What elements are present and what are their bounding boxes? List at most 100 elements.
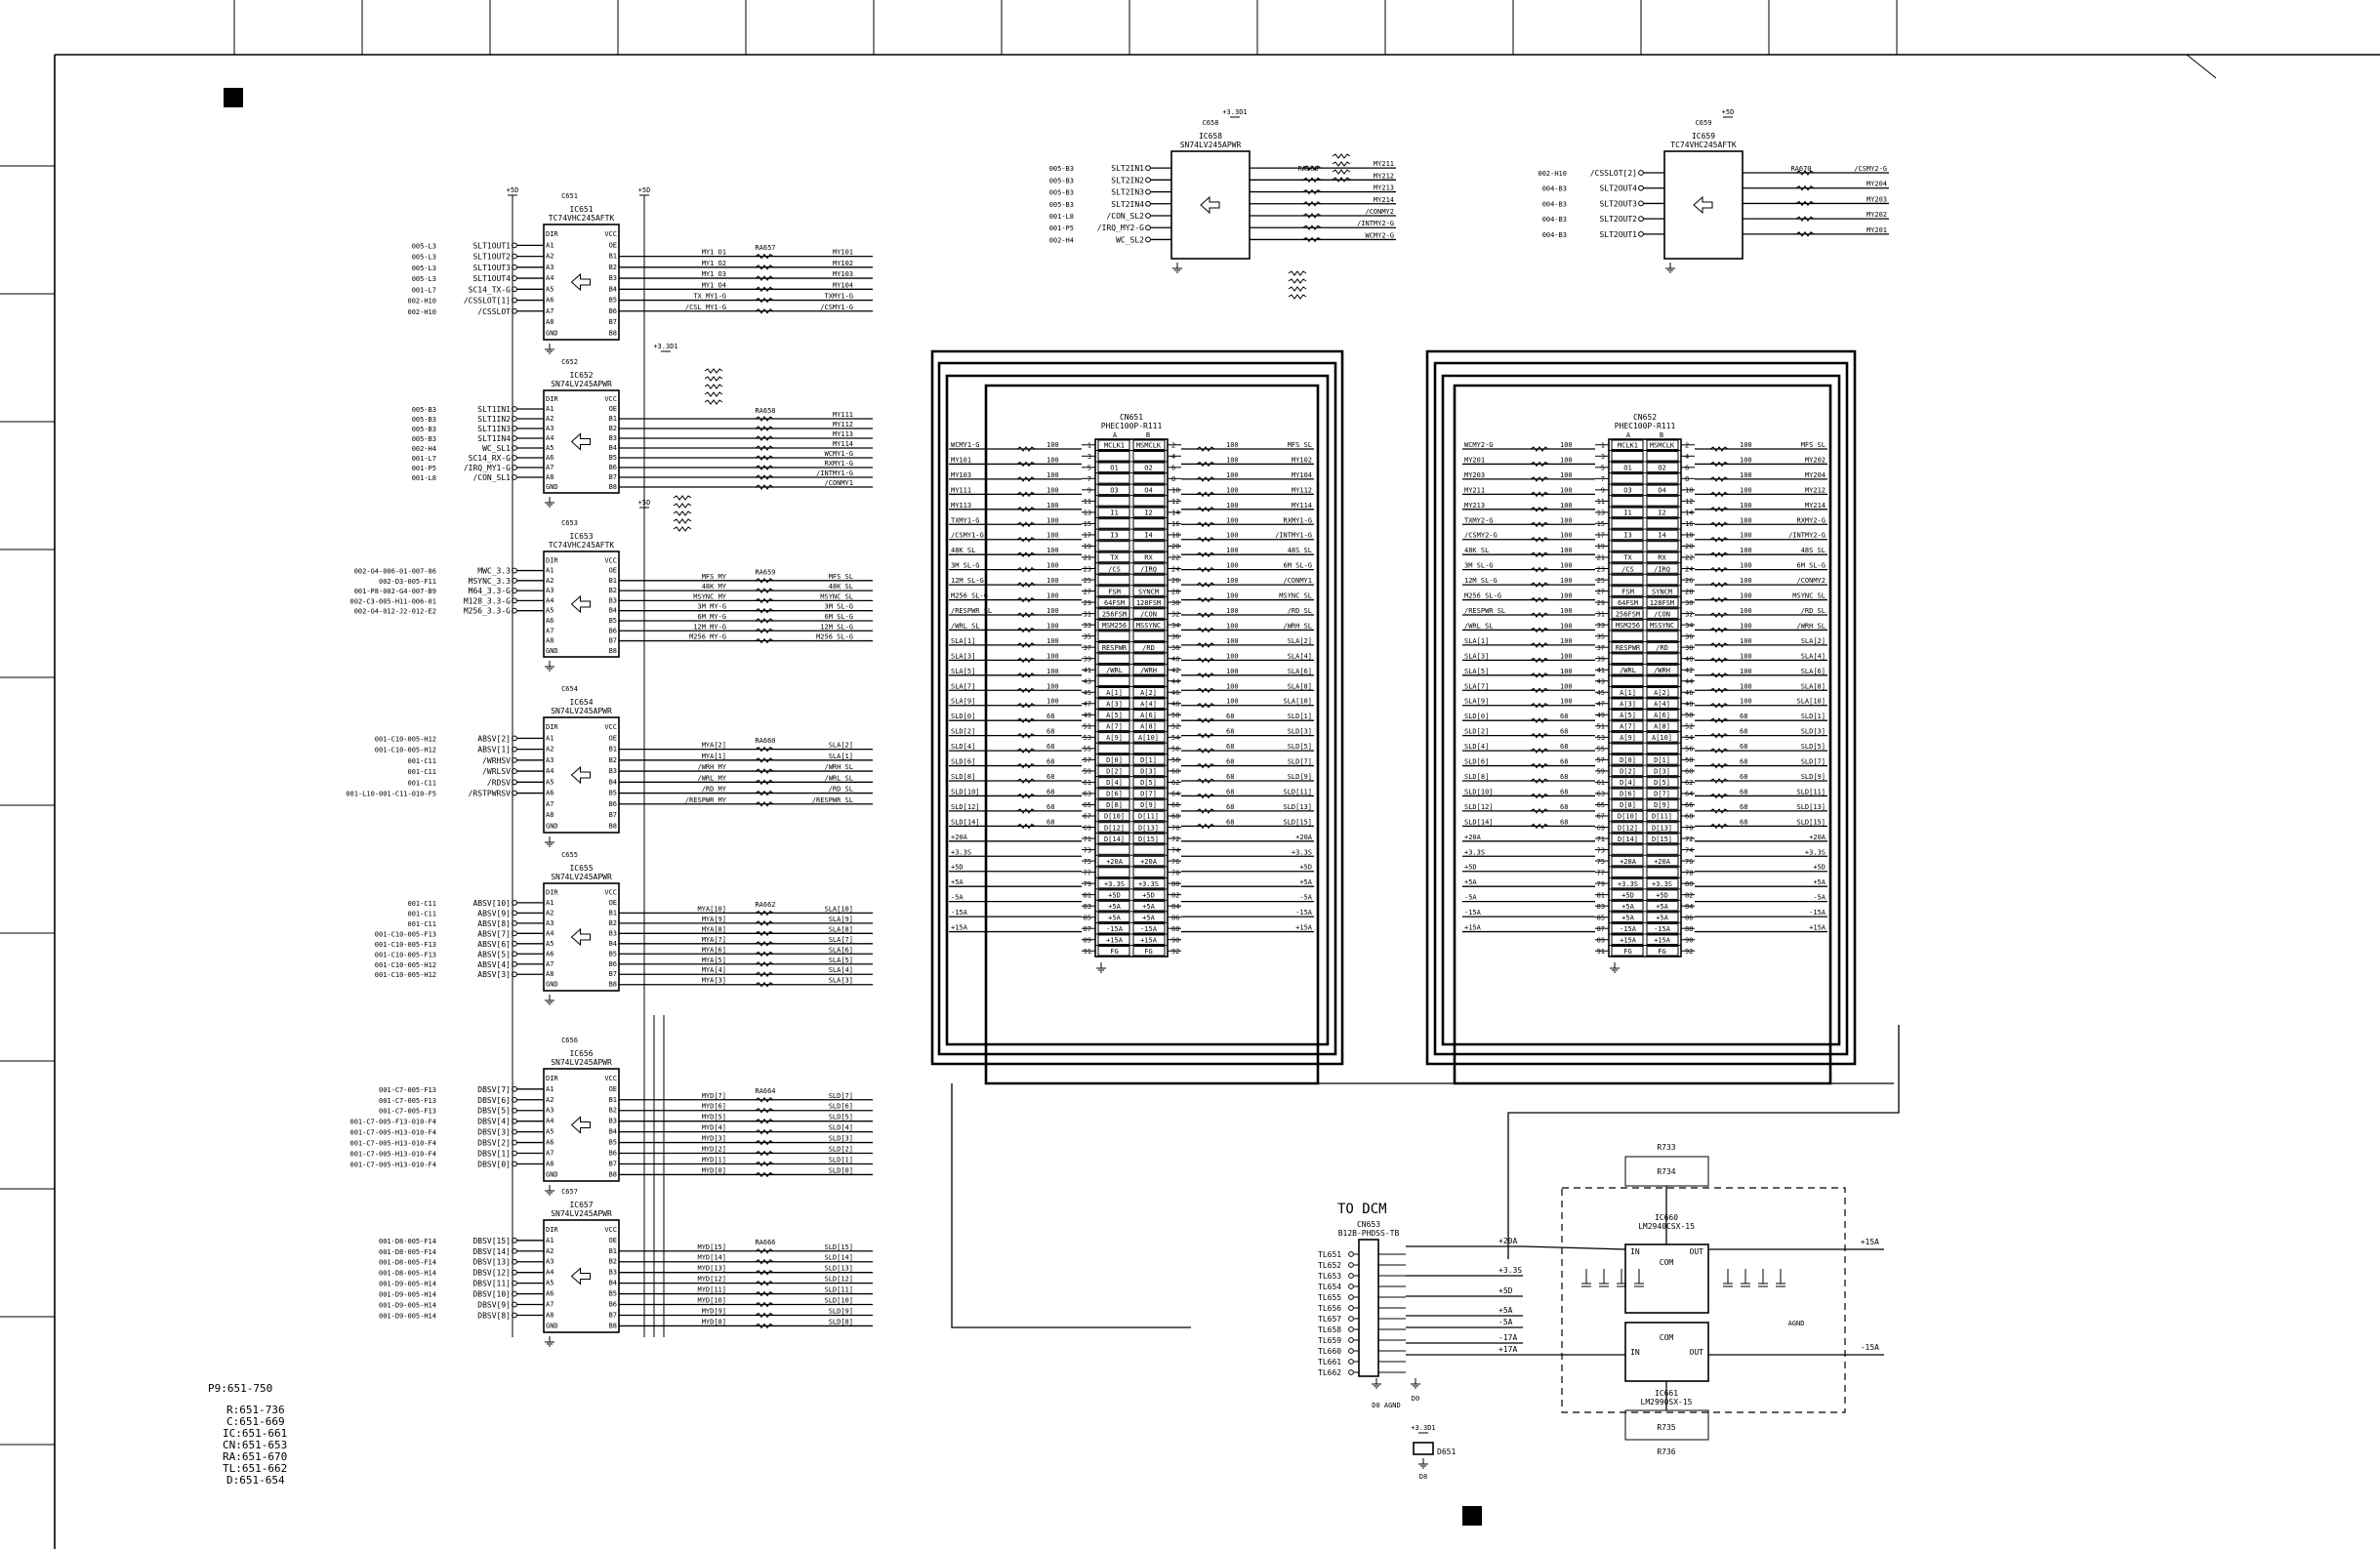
resistor bbox=[1709, 778, 1729, 784]
resistor bbox=[1288, 278, 1307, 284]
output-net: MY102 bbox=[833, 260, 853, 267]
resistor-value: 100 bbox=[1226, 622, 1239, 630]
resistor bbox=[1332, 177, 1351, 183]
ic-refdes: IC653 bbox=[569, 532, 593, 541]
pin-name: B8 bbox=[609, 1170, 617, 1178]
pin-name: B2 bbox=[609, 1258, 617, 1266]
damping-resistor bbox=[1016, 793, 1036, 799]
ic-refdes: IC652 bbox=[569, 371, 593, 380]
page-ref: 002-H4 bbox=[412, 445, 436, 453]
internal-net: MYA[5] bbox=[702, 957, 726, 964]
pin-name: A1 bbox=[546, 567, 554, 575]
internal-net: MYD[14] bbox=[697, 1254, 726, 1262]
pin-cell bbox=[1132, 743, 1166, 754]
supply-symbol: +3.3D1 bbox=[653, 343, 678, 352]
pin-label: OUT bbox=[1690, 1348, 1704, 1357]
pin-number: 86 bbox=[1685, 914, 1693, 921]
connector-net: SLD[1] bbox=[1801, 713, 1826, 720]
pin-name: B6 bbox=[609, 1301, 617, 1309]
resistor bbox=[755, 768, 774, 774]
signal-bus bbox=[1433, 361, 1849, 1056]
pin-cell bbox=[1646, 484, 1679, 496]
legend-line-1: R:651-736 bbox=[226, 1404, 285, 1416]
resistor-value: 100 bbox=[1226, 637, 1239, 645]
output-net: MY101 bbox=[833, 249, 853, 257]
pin-number: 6 bbox=[1171, 465, 1175, 472]
output-net: MY212 bbox=[1374, 172, 1394, 180]
output-net: MY204 bbox=[1867, 181, 1887, 188]
internal-net: MYD[1] bbox=[702, 1156, 726, 1163]
resistor bbox=[755, 951, 774, 958]
pin-number: 10 bbox=[1685, 487, 1693, 495]
pin-number: 90 bbox=[1171, 936, 1179, 944]
damping-resistor bbox=[1709, 657, 1729, 664]
pin-number: 9 bbox=[1601, 487, 1605, 495]
resistor-value: 100 bbox=[1226, 652, 1239, 660]
pin-name: A4 bbox=[546, 767, 554, 775]
pin-number: 20 bbox=[1171, 543, 1179, 550]
resistor-value: 100 bbox=[1560, 502, 1573, 510]
internal-net: MSYNC_MY bbox=[693, 592, 727, 600]
pin-number: 26 bbox=[1171, 577, 1179, 585]
connector-net: -5A bbox=[1813, 894, 1826, 902]
connector-net: SLD[11] bbox=[1796, 788, 1826, 795]
pin-name: A2 bbox=[546, 909, 554, 917]
output-net: SLA[10] bbox=[824, 905, 853, 913]
pin-name: A6 bbox=[546, 454, 554, 462]
pin-name: B7 bbox=[609, 637, 617, 645]
pin-cell bbox=[1646, 686, 1679, 698]
resistor bbox=[755, 981, 774, 988]
pin-name: A3 bbox=[546, 425, 554, 432]
damping-resistor bbox=[1016, 446, 1036, 452]
resistor-value: 100 bbox=[1226, 441, 1239, 449]
pin-label: OUT bbox=[1690, 1247, 1704, 1256]
ground-symbol bbox=[545, 344, 554, 354]
pin-name: +5A bbox=[1656, 914, 1668, 921]
output-net: SLD[13] bbox=[824, 1265, 853, 1273]
pin-name: +3.3S bbox=[1104, 880, 1125, 888]
pin-name: A6 bbox=[546, 1290, 554, 1298]
pin-number: 80 bbox=[1685, 880, 1693, 888]
signal-bus bbox=[945, 374, 1330, 1046]
pin-number: 65 bbox=[1084, 801, 1091, 809]
test-pin bbox=[1348, 1316, 1354, 1322]
pin-number: 64 bbox=[1171, 791, 1179, 798]
pin-name: A2 bbox=[546, 1096, 554, 1104]
pin-number: 38 bbox=[1171, 644, 1179, 652]
connector-net: SLD[6] bbox=[951, 758, 975, 766]
pin-name: GND bbox=[546, 329, 558, 337]
test-pin bbox=[1348, 1294, 1354, 1300]
resistor-value: 100 bbox=[1046, 592, 1059, 600]
pin-number: 65 bbox=[1597, 801, 1605, 809]
resistor bbox=[1332, 153, 1351, 159]
ground-ref: D8 bbox=[1419, 1473, 1427, 1481]
pin-number: 72 bbox=[1685, 836, 1693, 843]
damping-resistor bbox=[1196, 536, 1215, 543]
pin-name: A[5] bbox=[1106, 712, 1123, 719]
pin-name: I2 bbox=[1144, 510, 1152, 517]
pin-name: GND bbox=[546, 981, 558, 989]
pin-number: 18 bbox=[1171, 532, 1179, 540]
pin-cell bbox=[1646, 574, 1679, 586]
pin-name: B1 bbox=[609, 746, 617, 754]
resistor bbox=[1530, 627, 1549, 633]
damping-resistor bbox=[1016, 778, 1036, 784]
resistor-value: 68 bbox=[1560, 758, 1568, 766]
damping-resistor bbox=[1016, 582, 1036, 588]
resistor-value: 68 bbox=[1740, 818, 1747, 826]
resistor bbox=[1196, 446, 1215, 452]
damping-resistor bbox=[1196, 687, 1215, 694]
pin-number: 71 bbox=[1597, 836, 1605, 843]
resistor bbox=[755, 779, 774, 786]
pin-name: /CS bbox=[1621, 565, 1634, 573]
pin-cell bbox=[1097, 641, 1130, 653]
internal-net: MYD[15] bbox=[697, 1243, 726, 1251]
pin-name: A7 bbox=[546, 800, 554, 808]
connector-net: M256_SL-G bbox=[1464, 592, 1501, 600]
connector-net: -15A bbox=[1295, 909, 1313, 917]
pin-name: B1 bbox=[609, 577, 617, 585]
pin-name: RESPWR bbox=[1102, 644, 1128, 652]
pin-cell bbox=[1097, 822, 1130, 833]
pin-cell bbox=[1132, 686, 1166, 698]
